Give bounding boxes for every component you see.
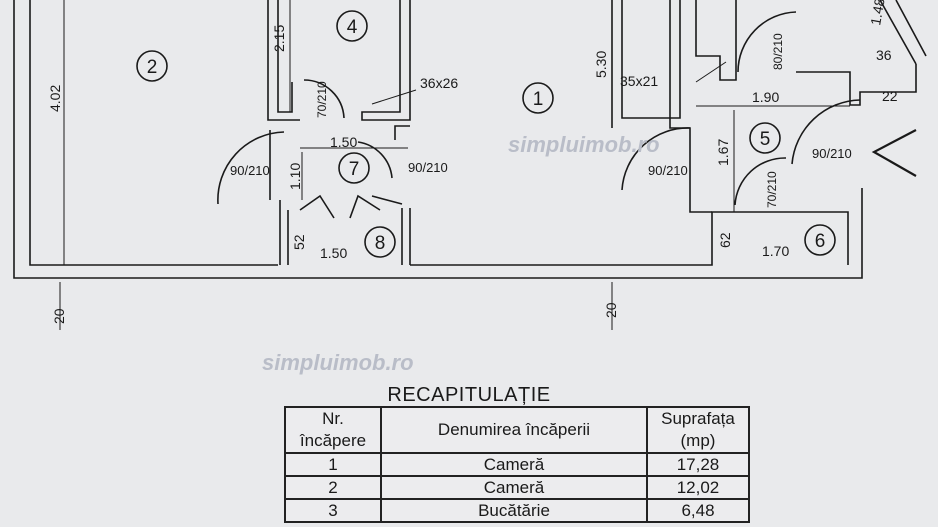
room-label: 2 xyxy=(147,57,158,78)
door-label: 90/210 xyxy=(812,146,852,161)
cell-area: 12,02 xyxy=(646,475,750,500)
dimension-label: 1.70 xyxy=(762,243,789,259)
cell-nr: 1 xyxy=(284,452,382,477)
room-label: 7 xyxy=(349,159,360,180)
dimension-label: 36x26 xyxy=(420,75,458,91)
cell-nr: 2 xyxy=(284,475,382,500)
dimension-label: 1.10 xyxy=(287,163,303,190)
dimension-label: 20 xyxy=(51,308,67,324)
dimension-label: 5.30 xyxy=(593,51,609,78)
door-label: 70/210 xyxy=(765,171,779,208)
cell-area: 6,48 xyxy=(646,498,750,523)
dimension-label: 1.50 xyxy=(320,245,347,261)
column-header: Suprafața (mp) xyxy=(646,406,750,454)
dimension-label: 22 xyxy=(882,88,898,104)
dimension-label: 36 xyxy=(876,47,892,63)
dimension-label: 2.15 xyxy=(271,25,287,52)
summary-table: Nr. încăpere Denumirea încăperii Suprafa… xyxy=(284,406,750,523)
dimension-label: 4.02 xyxy=(47,85,63,112)
cell-name: Cameră xyxy=(380,452,648,477)
dimension-label: 1.67 xyxy=(715,139,731,166)
room-label: 4 xyxy=(347,17,358,38)
room-label: 8 xyxy=(375,233,386,254)
cell-nr: 3 xyxy=(284,498,382,523)
room-label: 1 xyxy=(533,89,544,110)
table-row: 2 Cameră 12,02 xyxy=(284,475,750,500)
summary-title: RECAPITULAȚIE xyxy=(387,384,551,406)
dimension-label: 1.90 xyxy=(752,89,779,105)
table-row: 3 Bucătărie 6,48 xyxy=(284,498,750,523)
door-label: 90/210 xyxy=(230,163,270,178)
cell-name: Cameră xyxy=(380,475,648,500)
door-label: 80/210 xyxy=(771,33,785,70)
watermark: simpluimob.ro xyxy=(262,350,414,375)
dimension-label: 20 xyxy=(603,302,619,318)
cell-name: Bucătărie xyxy=(380,498,648,523)
dimension-label: 52 xyxy=(291,234,307,250)
room-label: 6 xyxy=(815,231,826,252)
dimension-label: 62 xyxy=(717,232,733,248)
table-header-row: Nr. încăpere Denumirea încăperii Suprafa… xyxy=(284,406,750,454)
door-label: 90/210 xyxy=(648,163,688,178)
dimension-label: 1.48 xyxy=(867,0,888,27)
dimension-label: 1.50 xyxy=(330,134,357,150)
room-label: 5 xyxy=(760,129,771,150)
watermark: simpluimob.ro xyxy=(508,132,660,157)
door-label: 70/210 xyxy=(315,81,329,118)
column-header: Nr. încăpere xyxy=(284,406,382,454)
dimension-label: 35x21 xyxy=(620,73,658,89)
cell-area: 17,28 xyxy=(646,452,750,477)
column-header: Denumirea încăperii xyxy=(380,406,648,454)
door-label: 90/210 xyxy=(408,160,448,175)
table-row: 1 Cameră 17,28 xyxy=(284,452,750,477)
